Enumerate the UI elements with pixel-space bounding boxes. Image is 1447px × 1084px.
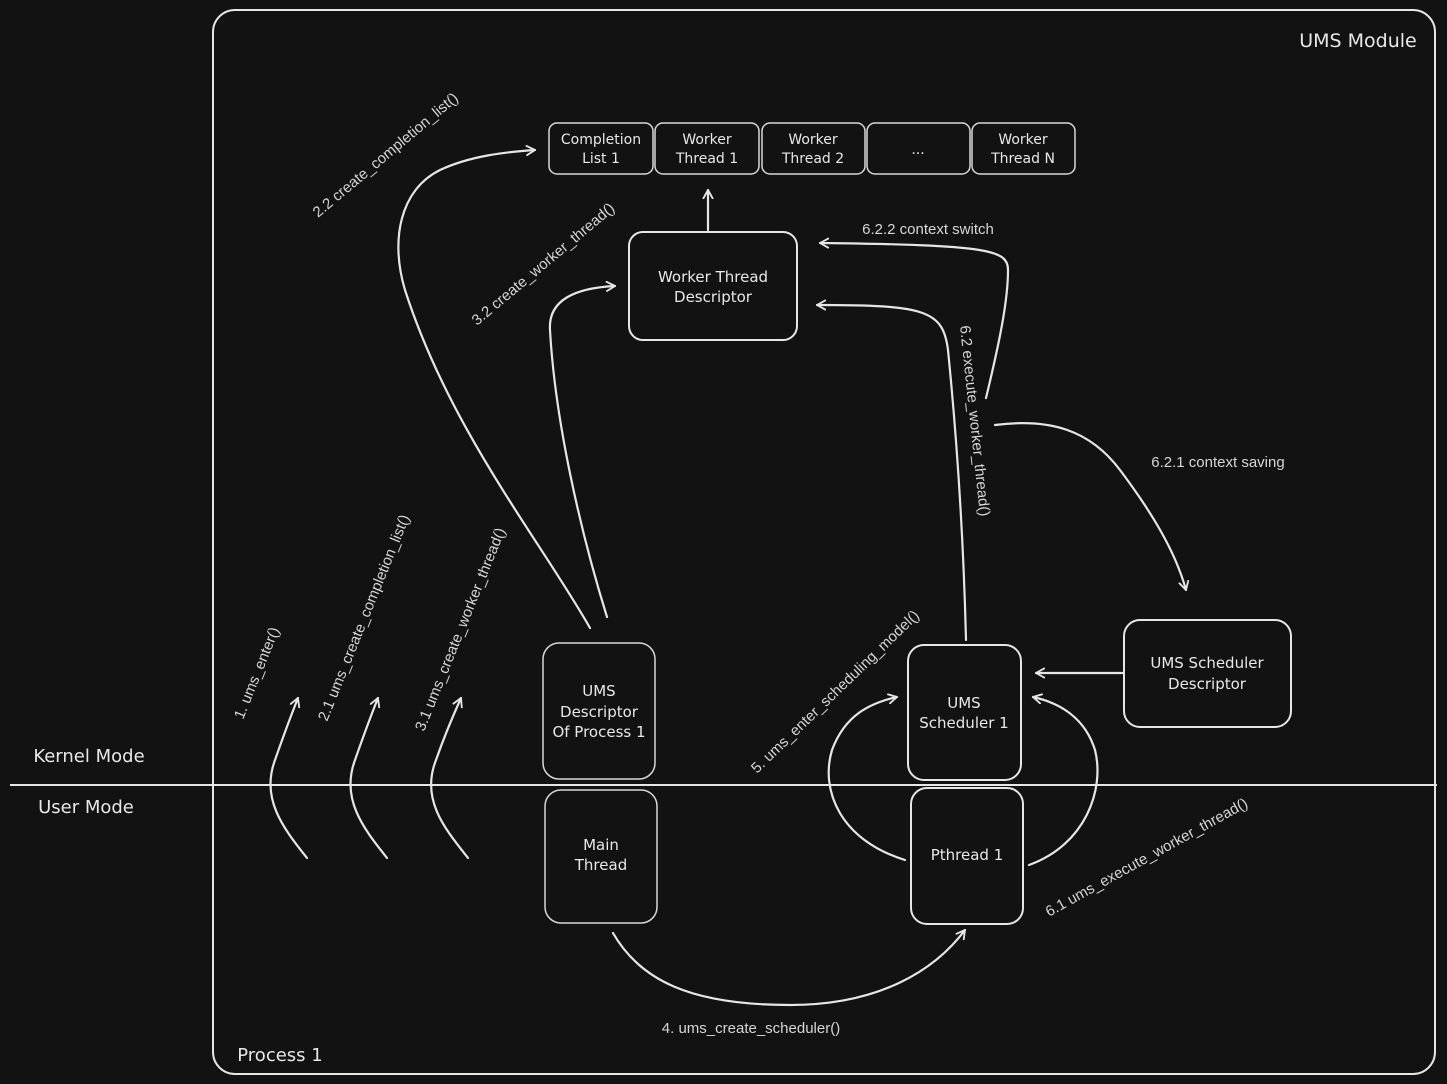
svg-text:Worker Thread: Worker Thread bbox=[658, 268, 768, 286]
svg-text:UMS: UMS bbox=[947, 694, 980, 712]
ellipsis-cell: ... bbox=[866, 122, 971, 175]
create-completion-list-user-arrow bbox=[349, 696, 389, 860]
create-worker-thread-user-arrow bbox=[430, 696, 470, 860]
create-worker-thread-kernel-arrow bbox=[548, 280, 617, 619]
step-2-2-label: 2.2 create_completion_list() bbox=[310, 90, 462, 221]
completion-list-cell: Completion List 1 bbox=[548, 122, 654, 175]
create-scheduler-arrow bbox=[611, 928, 967, 1007]
worker-thread-2-cell: Worker Thread 2 bbox=[761, 122, 866, 175]
svg-text:Worker: Worker bbox=[788, 132, 838, 148]
create-completion-list-kernel-arrow bbox=[397, 145, 592, 630]
kernel-mode-label: Kernel Mode bbox=[33, 746, 144, 767]
svg-text:Pthread 1: Pthread 1 bbox=[931, 846, 1004, 864]
worker-thread-descriptor-box: Worker Thread Descriptor bbox=[628, 231, 798, 341]
svg-text:Thread N: Thread N bbox=[990, 151, 1055, 167]
step-6-2-label: 6.2 execute_worker_thread() bbox=[956, 325, 993, 518]
enter-scheduling-model-arrow bbox=[827, 693, 907, 862]
ums-scheduler-box: UMS Scheduler 1 bbox=[907, 644, 1022, 781]
svg-text:Descriptor: Descriptor bbox=[674, 288, 753, 306]
step-6-2-2-label: 6.2.2 context switch bbox=[862, 221, 994, 238]
execute-worker-thread-user-arrow bbox=[1027, 693, 1099, 867]
worker-thread-1-cell: Worker Thread 1 bbox=[654, 122, 760, 175]
ums-enter-arrow bbox=[269, 696, 309, 860]
ums-module-frame bbox=[212, 9, 1436, 1075]
svg-text:List 1: List 1 bbox=[582, 151, 620, 167]
svg-text:Descriptor: Descriptor bbox=[560, 703, 639, 721]
svg-text:Worker: Worker bbox=[998, 132, 1048, 148]
worker-thread-n-cell: Worker Thread N bbox=[971, 122, 1076, 175]
ums-descriptor-box: UMS Descriptor Of Process 1 bbox=[542, 642, 656, 780]
svg-text:Worker: Worker bbox=[682, 132, 732, 148]
svg-text:Of Process 1: Of Process 1 bbox=[552, 723, 645, 741]
svg-text:UMS Scheduler: UMS Scheduler bbox=[1150, 654, 1264, 672]
step-3-2-label: 3.2 create_worker_thread() bbox=[469, 200, 619, 329]
step-6-2-1-label: 6.2.1 context saving bbox=[1151, 454, 1284, 471]
step-4-label: 4. ums_create_scheduler() bbox=[662, 1020, 840, 1037]
step-2-1-label: 2.1 ums_create_completion_list() bbox=[315, 512, 414, 723]
context-switch-arrow bbox=[818, 237, 1010, 400]
execute-worker-thread-kernel-arrow bbox=[815, 299, 968, 642]
process-label: Process 1 bbox=[237, 1045, 322, 1066]
svg-text:Scheduler 1: Scheduler 1 bbox=[919, 714, 1008, 732]
svg-text:UMS: UMS bbox=[582, 682, 615, 700]
step-6-1-label: 6.1 ums_execute_worker_thread() bbox=[1043, 795, 1251, 921]
ums-module-label: UMS Module bbox=[1299, 30, 1417, 52]
step-1-label: 1. ums_enter() bbox=[231, 625, 283, 722]
user-mode-label: User Mode bbox=[38, 797, 134, 818]
svg-text:...: ... bbox=[911, 142, 924, 158]
scheduler-descriptor-box: UMS Scheduler Descriptor bbox=[1123, 619, 1292, 728]
pthread-box: Pthread 1 bbox=[910, 787, 1024, 925]
step-5-label: 5. ums_enter_scheduling_model() bbox=[748, 607, 923, 777]
step-3-1-label: 3.1 ums_create_worker_thread() bbox=[412, 525, 509, 733]
svg-text:Main: Main bbox=[583, 836, 619, 854]
svg-text:Descriptor: Descriptor bbox=[1168, 675, 1247, 693]
svg-text:Thread: Thread bbox=[574, 856, 627, 874]
svg-text:Thread 1: Thread 1 bbox=[675, 151, 738, 167]
svg-text:Completion: Completion bbox=[561, 132, 641, 148]
main-thread-box: Main Thread bbox=[544, 789, 658, 924]
svg-text:Thread 2: Thread 2 bbox=[781, 151, 844, 167]
context-saving-arrow bbox=[993, 422, 1190, 592]
